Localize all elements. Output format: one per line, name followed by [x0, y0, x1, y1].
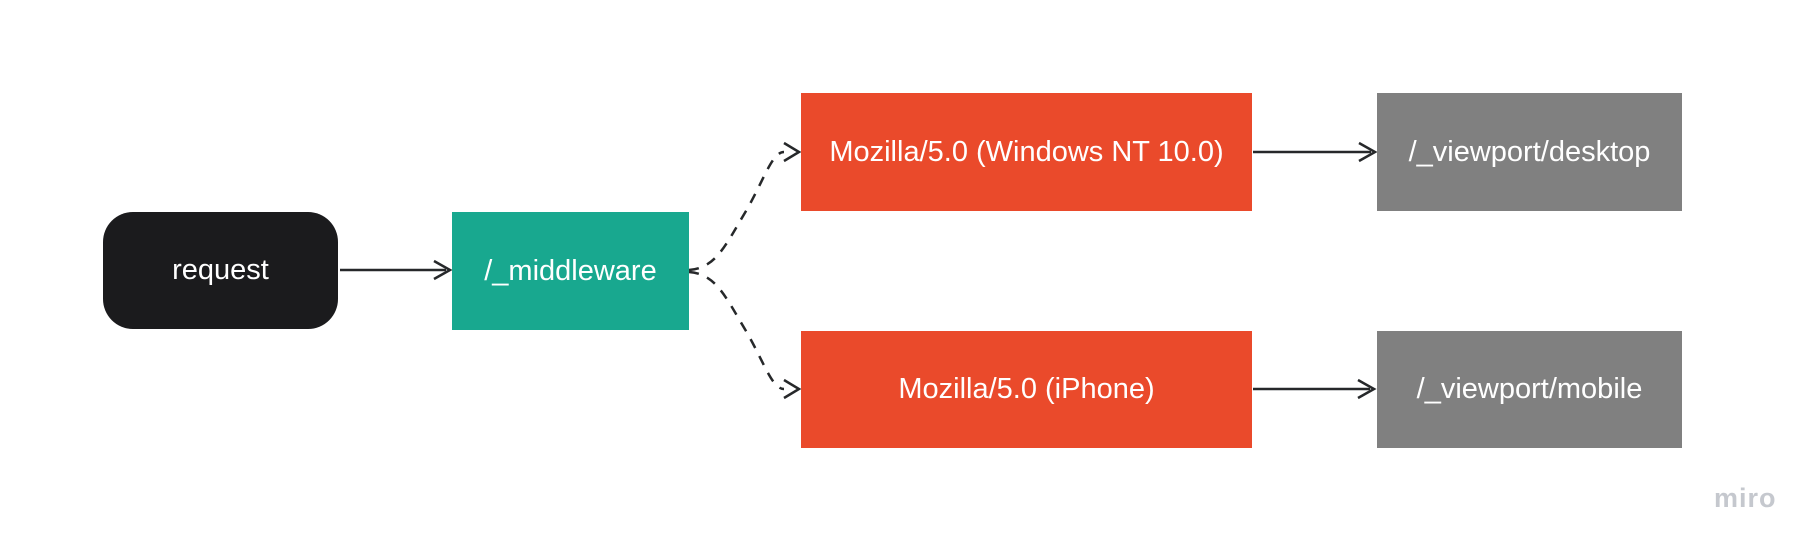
node-request-label: request	[172, 254, 269, 287]
node-request[interactable]: request	[103, 212, 338, 329]
node-user-agent-mobile[interactable]: Mozilla/5.0 (iPhone)	[801, 331, 1252, 448]
node-user-agent-mobile-label: Mozilla/5.0 (iPhone)	[898, 373, 1155, 406]
dashed-arrow-middleware-to-ua-mobile	[688, 270, 802, 400]
arrow-ua-mobile-to-viewport-mobile	[1253, 378, 1377, 400]
dashed-arrow-middleware-to-ua-desktop	[688, 141, 802, 272]
node-user-agent-desktop-label: Mozilla/5.0 (Windows NT 10.0)	[829, 135, 1224, 168]
node-viewport-desktop-label: /_viewport/desktop	[1408, 135, 1651, 168]
miro-watermark: miro	[1714, 483, 1777, 513]
node-viewport-desktop[interactable]: /_viewport/desktop	[1377, 93, 1682, 211]
arrow-request-to-middleware	[340, 259, 453, 281]
node-middleware[interactable]: /_middleware	[452, 212, 689, 330]
node-viewport-mobile[interactable]: /_viewport/mobile	[1377, 331, 1682, 448]
node-middleware-label: /_middleware	[484, 254, 657, 287]
node-user-agent-desktop[interactable]: Mozilla/5.0 (Windows NT 10.0)	[801, 93, 1252, 211]
node-viewport-mobile-label: /_viewport/mobile	[1416, 373, 1643, 406]
arrow-ua-desktop-to-viewport-desktop	[1253, 141, 1378, 163]
